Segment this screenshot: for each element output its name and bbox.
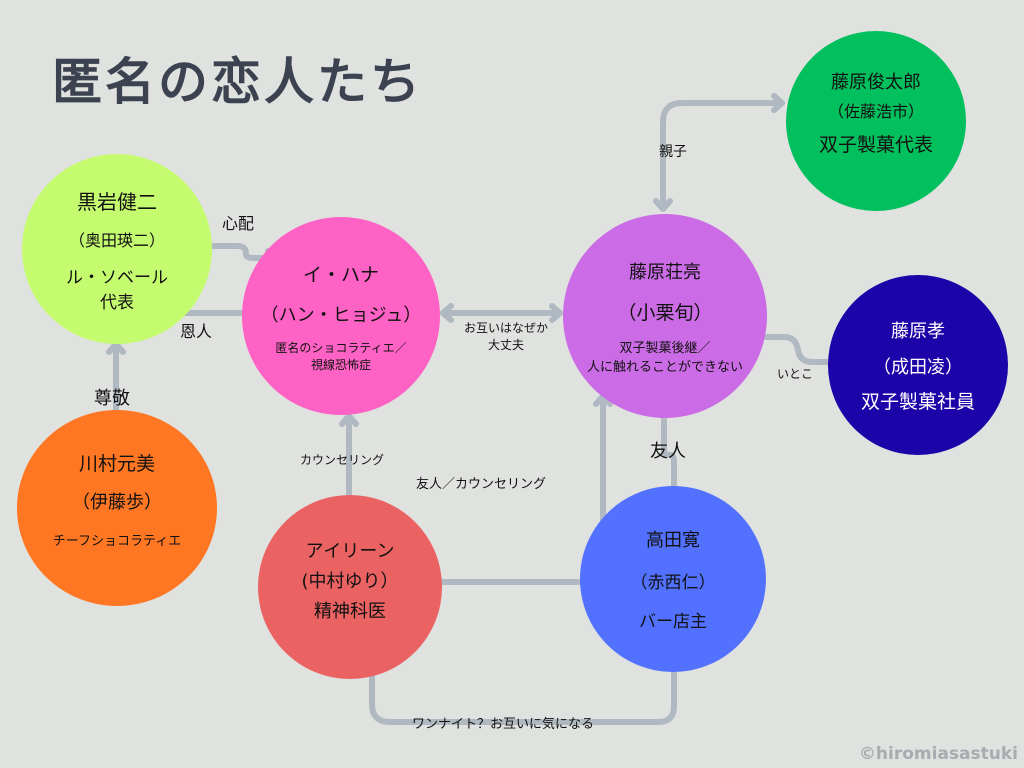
node-takashi[interactable]: 藤原孝 （成田凌） 双子製菓社員 bbox=[828, 275, 1008, 455]
node-name: 高田寛 bbox=[646, 530, 700, 551]
node-role: チーフショコラティエ bbox=[52, 534, 182, 549]
node-actor: （佐藤浩市） bbox=[827, 101, 924, 121]
node-name: 藤原孝 bbox=[891, 320, 945, 342]
node-shuntaro[interactable]: 藤原俊太郎 （佐藤浩市） 双子製菓代表 bbox=[786, 31, 966, 211]
node-name: 黒岩健二 bbox=[77, 189, 157, 214]
edge-mutual-arrowhead-right bbox=[549, 303, 563, 323]
edge-label-friend: 友人 bbox=[650, 441, 686, 462]
edge-worry bbox=[209, 243, 279, 261]
edge-label-one-night: ワンナイト？お互いに気になる bbox=[412, 717, 595, 732]
edge-counseling-arrowhead bbox=[339, 413, 359, 427]
edge-label-cousin: いとこ bbox=[777, 367, 814, 381]
edge-one-night bbox=[369, 665, 677, 725]
page-title: 匿名の恋人たち bbox=[52, 53, 423, 111]
node-actor: （ハン・ヒョジュ） bbox=[260, 304, 422, 326]
edge-mutual-arrowhead-left bbox=[440, 303, 454, 323]
node-role-line2: 視線恐怖症 bbox=[310, 357, 371, 372]
node-name: 藤原荘亮 bbox=[629, 261, 701, 283]
edge-label-mutual: お互いはなぜか 大丈夫 bbox=[456, 319, 556, 353]
edge-label-friend-counseling: 友人／カウンセリング bbox=[416, 477, 547, 492]
node-role: 双子製菓代表 bbox=[818, 133, 933, 156]
edge-parent-child-arrowhead-right bbox=[771, 93, 785, 113]
copyright-text: ©hiromiasastuki bbox=[858, 744, 1018, 764]
node-irene[interactable]: アイリーン (中村ゆり） 精神科医 bbox=[258, 495, 442, 679]
edge-parent-child bbox=[660, 100, 785, 211]
node-hana[interactable]: イ・ハナ （ハン・ヒョジュ） 匿名のショコラティエ／ 視線恐怖症 bbox=[242, 217, 440, 415]
edge-respect-arrowhead bbox=[106, 341, 126, 355]
node-actor: （伊藤歩） bbox=[72, 492, 162, 513]
edge-friend bbox=[661, 415, 677, 491]
edge-label-counseling: カウンセリング bbox=[300, 453, 385, 467]
node-actor: （成田凌） bbox=[873, 356, 963, 378]
node-kuroiwa[interactable]: 黒岩健二 （奥田瑛二） ル・ソベール 代表 bbox=[22, 154, 212, 344]
edge-label-benefactor: 恩人 bbox=[180, 322, 213, 341]
node-actor: （小栗旬） bbox=[617, 301, 713, 324]
node-takada[interactable]: 高田寛 （赤西仁） バー店主 bbox=[580, 486, 766, 672]
node-name: アイリーン bbox=[305, 541, 395, 562]
node-role: 双子製菓後継／ bbox=[619, 340, 711, 356]
node-role-line2: 人に触れることができない bbox=[586, 359, 743, 375]
node-sosuke[interactable]: 藤原荘亮 （小栗旬） 双子製菓後継／ 人に触れることができない bbox=[563, 214, 767, 418]
node-name: イ・ハナ bbox=[302, 263, 379, 286]
edge-parent-child-arrowhead-down bbox=[653, 198, 673, 212]
node-name: 藤原俊太郎 bbox=[831, 71, 921, 93]
node-role-line2: 代表 bbox=[100, 292, 134, 313]
node-role: バー店主 bbox=[639, 612, 707, 632]
node-actor: （赤西仁） bbox=[630, 573, 716, 593]
node-role: ル・ソベール bbox=[66, 267, 168, 288]
node-role: 双子製菓社員 bbox=[860, 390, 975, 413]
edge-label-parent-child: 親子 bbox=[659, 144, 687, 160]
node-actor: （奥田瑛二） bbox=[68, 230, 165, 250]
edge-label-worry: 心配 bbox=[222, 214, 255, 233]
node-name: 川村元美 bbox=[78, 453, 155, 475]
node-actor: (中村ゆり） bbox=[301, 571, 399, 592]
node-role: 精神科医 bbox=[314, 601, 386, 622]
edge-label-mutual-line1: お互いはなぜか bbox=[463, 321, 548, 335]
node-kawamura[interactable]: 川村元美 （伊藤歩） チーフショコラティエ bbox=[17, 410, 217, 606]
node-role: 匿名のショコラティエ／ bbox=[275, 340, 407, 355]
edge-cousin bbox=[763, 334, 831, 365]
edge-label-mutual-line2: 大丈夫 bbox=[487, 338, 524, 352]
edge-label-respect: 尊敬 bbox=[94, 388, 130, 409]
